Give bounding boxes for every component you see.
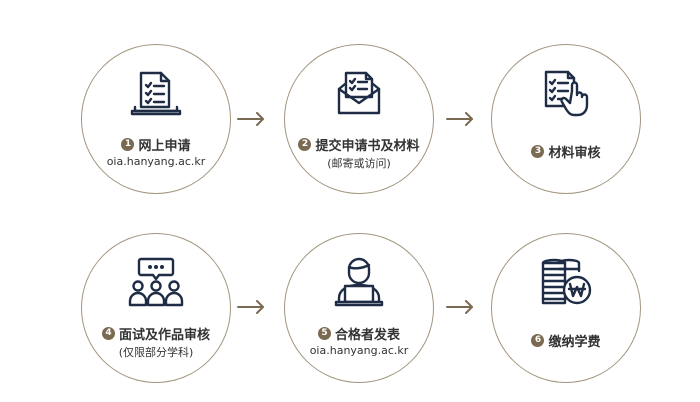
step-2-label: 2 提交申请书及材料 bbox=[285, 135, 433, 154]
step-1-subtitle: oia.hanyang.ac.kr bbox=[106, 155, 206, 168]
step-3-number: 3 bbox=[531, 145, 545, 158]
step-1-number: 1 bbox=[121, 138, 135, 151]
step-4-label: 4 面试及作品审核 bbox=[82, 324, 230, 343]
step-5-result-announcement: 5 合格者发表 oia.hanyang.ac.kr bbox=[284, 233, 434, 383]
step-4-subtitle: (仅限部分学科) bbox=[118, 346, 194, 359]
envelope-checklist-icon bbox=[334, 69, 384, 121]
interview-group-icon bbox=[127, 256, 185, 312]
arrow-right-icon bbox=[237, 112, 264, 126]
step-5-title: 合格者发表 bbox=[334, 328, 400, 343]
step-6-tuition-payment: 6 缴纳学费 bbox=[491, 233, 641, 383]
step-5-subtitle: oia.hanyang.ac.kr bbox=[309, 344, 409, 357]
step-1-label: 1 网上申请 bbox=[82, 135, 230, 154]
coins-won-icon bbox=[537, 256, 595, 312]
step-2-number: 2 bbox=[298, 138, 312, 151]
step-3-title: 材料审核 bbox=[548, 146, 601, 161]
step-6-title: 缴纳学费 bbox=[548, 335, 601, 350]
step-2-title: 提交申请书及材料 bbox=[315, 139, 420, 154]
step-4-title: 面试及作品审核 bbox=[118, 328, 210, 343]
step-1-online-application: 1 网上申请 oia.hanyang.ac.kr bbox=[81, 44, 231, 194]
step-5-label: 5 合格者发表 bbox=[285, 324, 433, 343]
arrow-right-icon bbox=[237, 300, 264, 314]
arrow-right-icon bbox=[446, 300, 473, 314]
document-review-hand-icon bbox=[540, 69, 592, 123]
person-laptop-icon bbox=[332, 256, 386, 312]
arrow-right-icon bbox=[446, 112, 473, 126]
step-3-document-review: 3 材料审核 bbox=[491, 44, 641, 194]
step-6-number: 6 bbox=[531, 334, 545, 347]
step-4-interview-review: 4 面试及作品审核 (仅限部分学科) bbox=[81, 233, 231, 383]
step-3-label: 3 材料审核 bbox=[492, 142, 640, 161]
step-4-number: 4 bbox=[101, 327, 115, 340]
step-5-number: 5 bbox=[317, 327, 331, 340]
step-6-label: 6 缴纳学费 bbox=[492, 331, 640, 350]
laptop-checklist-icon bbox=[129, 69, 183, 123]
step-2-subtitle: (邮寄或访问) bbox=[327, 157, 391, 170]
step-2-submit-documents: 2 提交申请书及材料 (邮寄或访问) bbox=[284, 44, 434, 194]
step-1-title: 网上申请 bbox=[138, 139, 191, 154]
